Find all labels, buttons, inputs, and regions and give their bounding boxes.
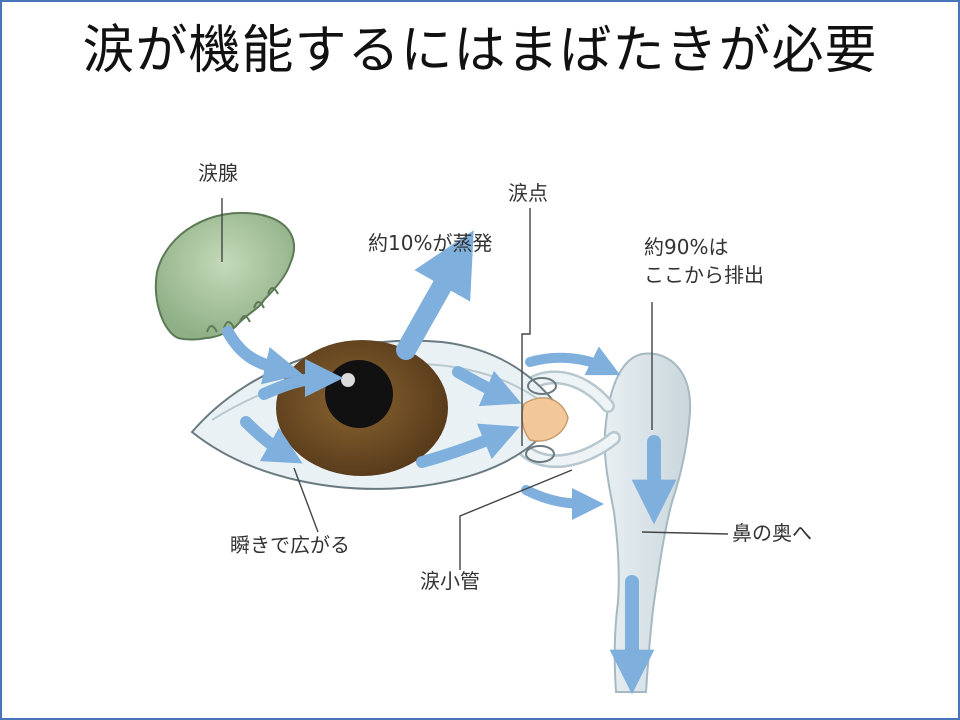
slide-title: 涙が機能するにはまばたきが必要: [82, 21, 878, 81]
arrow-across-upper: [258, 358, 344, 400]
label-lacrimal-gland: 涙腺: [198, 161, 238, 185]
arrow-to-punctum-upper: [452, 366, 522, 407]
caruncle-shape: [521, 397, 569, 442]
label-nose: 鼻の奥へ: [732, 521, 812, 545]
arrow-across-lower: [240, 416, 303, 464]
arrow-gland-to-eye: [222, 326, 303, 385]
label-punctum: 涙点: [508, 181, 548, 205]
punctum-upper-shape: [527, 377, 557, 395]
arrow-evaporation: [396, 230, 474, 360]
lacrimal-gland-shape: [154, 211, 295, 341]
arrow-into-sac: [525, 346, 621, 376]
punctum-lower-shape: [525, 445, 555, 463]
arrow-canaliculus-out: [521, 485, 605, 520]
label-spread: 瞬きで広がる: [230, 533, 350, 557]
tear-flow-arrows: [222, 230, 677, 695]
nasolacrimal-duct-shape: [603, 352, 692, 693]
pupil-shape: [325, 360, 393, 428]
arrow-to-punctum-lower: [416, 423, 520, 468]
label-drain-line1: 約90%は: [644, 235, 729, 259]
label-evaporation: 約10%が蒸発: [368, 231, 493, 255]
leader-lines: [221, 198, 729, 570]
label-drain-line2: ここから排出: [644, 263, 764, 287]
label-canaliculus: 涙小管: [420, 569, 480, 593]
